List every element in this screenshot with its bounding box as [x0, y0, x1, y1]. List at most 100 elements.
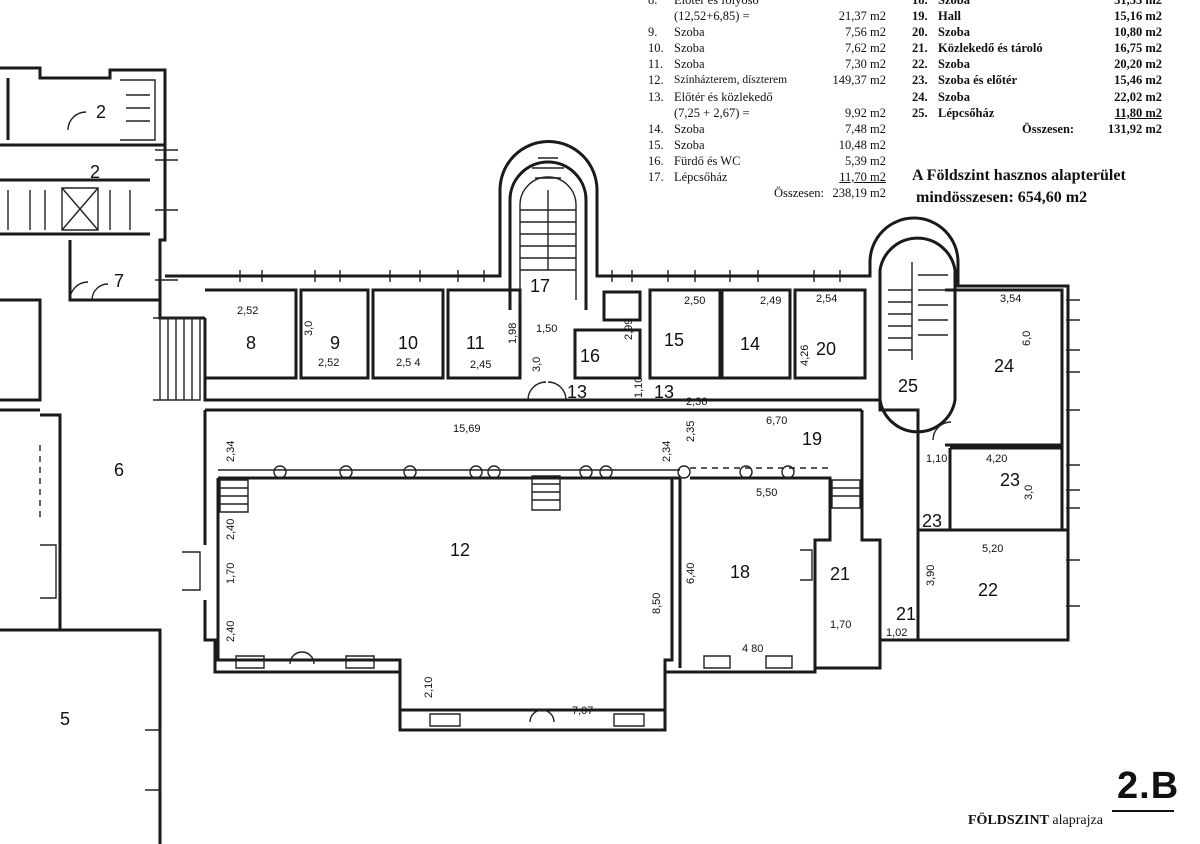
room-8-label: 8 [246, 333, 256, 353]
sheet-number: 2.B [1117, 765, 1180, 807]
total-area-summary: A Földszint hasznos alapterület mindössz… [912, 165, 1126, 209]
main-block-walls [165, 140, 1070, 732]
summary-line: mindösszesen: 654,60 m2 [916, 189, 1088, 206]
dimension-label: 3,0 [303, 321, 315, 336]
top-room-walls [153, 288, 1064, 447]
room-15-label: 15 [664, 330, 684, 350]
room-25-label: 25 [898, 376, 918, 396]
room-13-label: 13 [567, 382, 587, 402]
dimension-label: 2,34 [225, 441, 237, 462]
room-2-label: 2 [96, 102, 106, 122]
room-5-label: 5 [60, 709, 70, 729]
dimension-label: 4 80 [742, 643, 763, 655]
dimension-label: 2,40 [225, 621, 237, 642]
room-23-label: 23 [1000, 470, 1020, 490]
room-10-label: 10 [398, 333, 418, 353]
corridor-details [218, 381, 952, 513]
dimension-label: 3,54 [1000, 293, 1021, 305]
dimension-label: 2,36 [686, 396, 707, 408]
dimension-label: 2,54 [816, 293, 837, 305]
room-22-label: 22 [978, 580, 998, 600]
dimension-label: 6,0 [1021, 331, 1033, 346]
table-total-row: Összesen:238,19 m2 [774, 186, 886, 201]
dimension-label: 1,98 [507, 323, 519, 344]
windows [40, 270, 1080, 791]
stair-17 [508, 157, 588, 310]
room-labels: 2 2 7 6 5 8 9 10 11 17 13 16 13 15 14 20… [60, 102, 1020, 729]
dimension-label: 15,69 [453, 423, 481, 435]
caption-bold: FÖLDSZINT [968, 813, 1049, 828]
dimension-labels: 2,52 3,0 2,52 2,5 4 2,45 1,98 1,50 3,0 2… [225, 293, 1035, 717]
dimension-label: 3,0 [1023, 485, 1035, 500]
dimension-label: 2,52 [318, 357, 339, 369]
table-row: (7,25 + 2,67) =9,92 m2 [674, 105, 886, 120]
dimension-label: 1,10 [633, 377, 645, 398]
dimension-label: 2,10 [423, 677, 435, 698]
room-19-label: 19 [802, 429, 822, 449]
dimension-label: 6,40 [685, 563, 697, 584]
room-24-label: 24 [994, 356, 1014, 376]
room-11-label: 11 [466, 333, 485, 353]
dimension-label: 2,5 4 [396, 357, 420, 369]
room-21-label: 21 [896, 604, 916, 624]
table-row: 13.Előtér és közlekedő [648, 89, 773, 104]
room-16-label: 16 [580, 346, 600, 366]
dimension-label: 5,20 [982, 543, 1003, 555]
dimension-label: 6,70 [766, 415, 787, 427]
room-13-label: 13 [654, 382, 674, 402]
stair-25 [878, 236, 957, 434]
room-14-label: 14 [740, 334, 760, 354]
dimension-label: 2,34 [661, 441, 673, 462]
room-17-label: 17 [530, 276, 550, 296]
room-7-label: 7 [114, 271, 124, 291]
dimension-label: 1,70 [225, 563, 237, 584]
summary-line: A Földszint hasznos alapterület [912, 167, 1126, 184]
caption-rest: alaprajza [1052, 813, 1103, 828]
dimension-label: 3,0 [531, 357, 543, 372]
table-row: (12,52+6,85) =21,37 m2 [674, 9, 886, 24]
dimension-label: 8,50 [651, 593, 663, 614]
dimension-label: 7,07 [572, 705, 593, 717]
dimension-label: 4,20 [986, 453, 1007, 465]
room-6-label: 6 [114, 460, 124, 480]
table-row: 8.Előtér és folyosó [648, 0, 759, 7]
dimension-label: 3,90 [925, 565, 937, 586]
dimension-label: 2,40 [225, 519, 237, 540]
dimension-label: 1,50 [536, 323, 557, 335]
room-20-label: 20 [816, 339, 836, 359]
left-area-table: 8.Előtér és folyosó (12,52+6,85) =21,37 … [646, 0, 886, 201]
dimension-label: 1,70 [830, 619, 851, 631]
room-12-label: 12 [450, 540, 470, 560]
room-2-label: 2 [90, 162, 100, 182]
plan-caption: FÖLDSZINT alaprajza [968, 813, 1103, 829]
dimension-label: 2,52 [237, 305, 258, 317]
left-wing-walls [0, 66, 205, 844]
sheet-number-underline [1112, 810, 1174, 812]
room-9-label: 9 [330, 333, 340, 353]
dimension-label: 2,50 [684, 295, 705, 307]
dimension-label: 1,10 [926, 453, 947, 465]
room-21-label: 21 [830, 564, 850, 584]
dimension-label: 1,02 [886, 627, 907, 639]
room-23-label: 23 [922, 511, 942, 531]
dimension-label: 4,26 [799, 345, 811, 366]
dimension-label: 2,45 [470, 359, 491, 371]
room-18-label: 18 [730, 562, 750, 582]
